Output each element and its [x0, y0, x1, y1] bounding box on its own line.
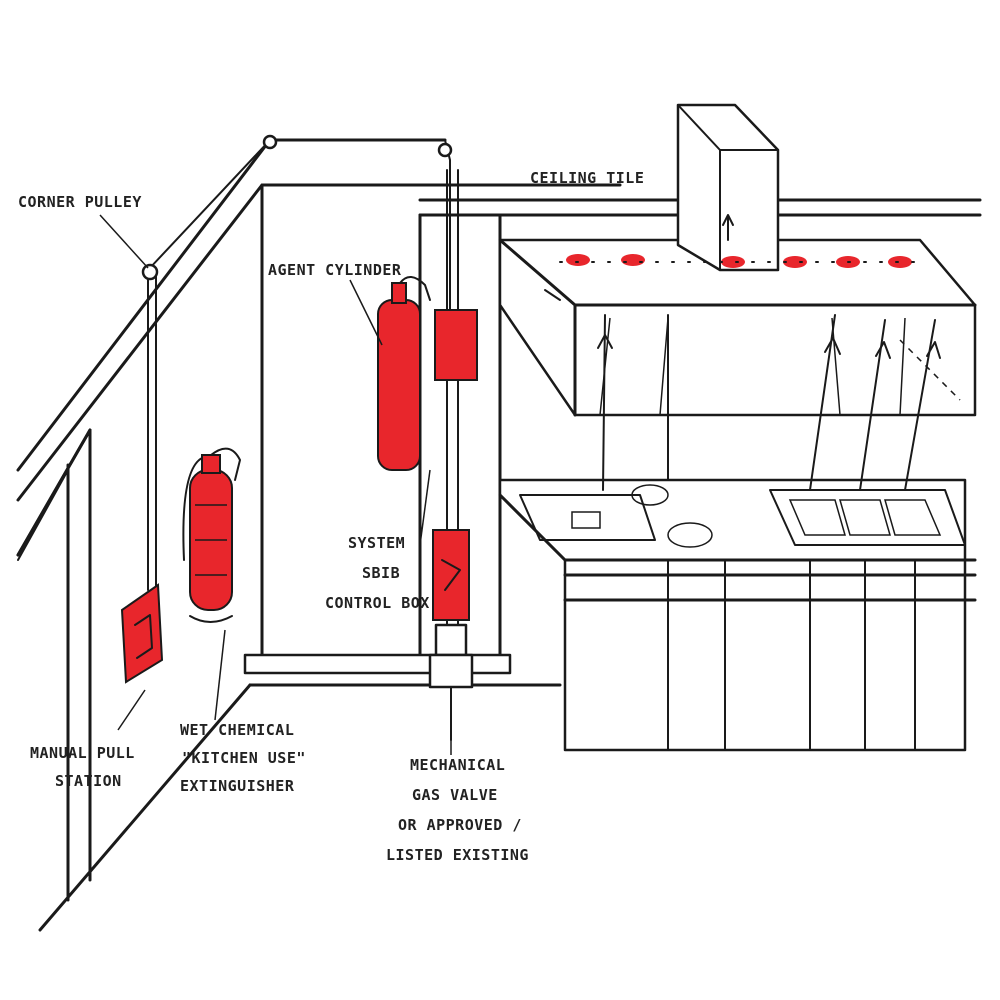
exhaust-hood: [498, 103, 977, 417]
leader-lines: [99, 214, 452, 755]
ceiling-tile-label: CEILING TILE: [530, 169, 644, 187]
corner-pulley-label: CORNER PULLEY: [18, 193, 142, 211]
gas-valve-label-line4: LISTED EXISTING: [386, 846, 529, 864]
gas-valve-label-line2: GAS VALVE: [412, 786, 498, 804]
mechanical-gas-valve[interactable]: [428, 623, 474, 741]
corner-pulley-top: [262, 134, 278, 150]
agent-cylinder[interactable]: [377, 276, 431, 471]
corner-pulley-right: [437, 142, 453, 158]
pulley-cable: [141, 134, 453, 591]
floor-line: [38, 683, 252, 932]
extinguisher-label-line2: "KITCHEN USE": [182, 749, 306, 767]
manual-pull-station-label-line1: MANUAL PULL: [30, 744, 135, 762]
extinguisher-label-line1: WET CHEMICAL: [180, 721, 294, 739]
wet-chemical-extinguisher[interactable]: [182, 447, 241, 623]
system-control-box-label-line3: CONTROL BOX: [325, 594, 430, 612]
gas-valve-label-line3: OR APPROVED /: [398, 816, 522, 834]
system-control-box-label-line1: SYSTEM: [348, 534, 405, 552]
agent-cylinder-label: AGENT CYLINDER: [268, 261, 402, 279]
nozzle-arrows: [597, 314, 961, 491]
corner-pulley-left: [141, 263, 159, 281]
extinguisher-label-line3: EXTINGUISHER: [180, 777, 295, 795]
manual-pull-station[interactable]: [120, 583, 164, 684]
release-module[interactable]: [434, 309, 478, 381]
gas-valve-label-line1: MECHANICAL: [410, 756, 505, 774]
system-control-box[interactable]: [432, 529, 470, 621]
system-control-box-label-line2: SBIB: [362, 564, 400, 582]
gas-pipe: [243, 653, 562, 687]
cooking-appliances: [498, 478, 977, 752]
manual-pull-station-label-line2: STATION: [55, 772, 122, 790]
